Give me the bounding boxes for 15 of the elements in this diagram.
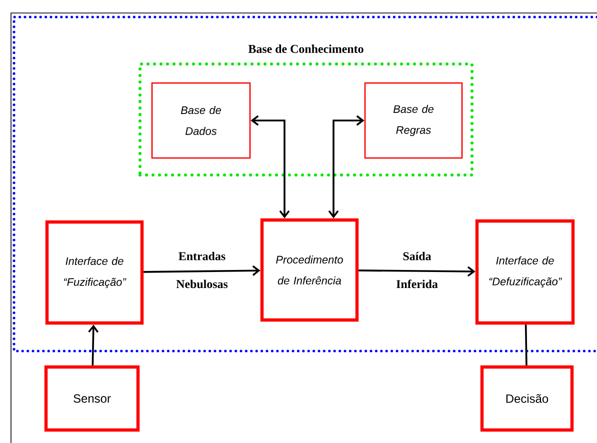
arrow xyxy=(250,115,290,218)
process-box: Sensor xyxy=(44,365,140,432)
process-box: Interface de “Fuzificação” xyxy=(45,220,144,325)
process-box: Base de Dados xyxy=(151,82,251,159)
process-box: Procedimento de Inferência xyxy=(260,218,359,322)
edge-label: Entradas Nebulosas xyxy=(176,252,228,288)
node-label: Base de Conhecimento xyxy=(248,44,364,53)
edge-label: Saída Inferida xyxy=(396,252,438,288)
arrow xyxy=(144,265,260,276)
process-box: Base de Regras xyxy=(364,82,463,159)
arrow xyxy=(358,266,476,277)
arrow xyxy=(328,115,364,218)
arrow xyxy=(88,324,99,366)
process-box: Interface de “Defuzificação” xyxy=(475,219,575,325)
process-box: Decisão xyxy=(480,365,574,432)
